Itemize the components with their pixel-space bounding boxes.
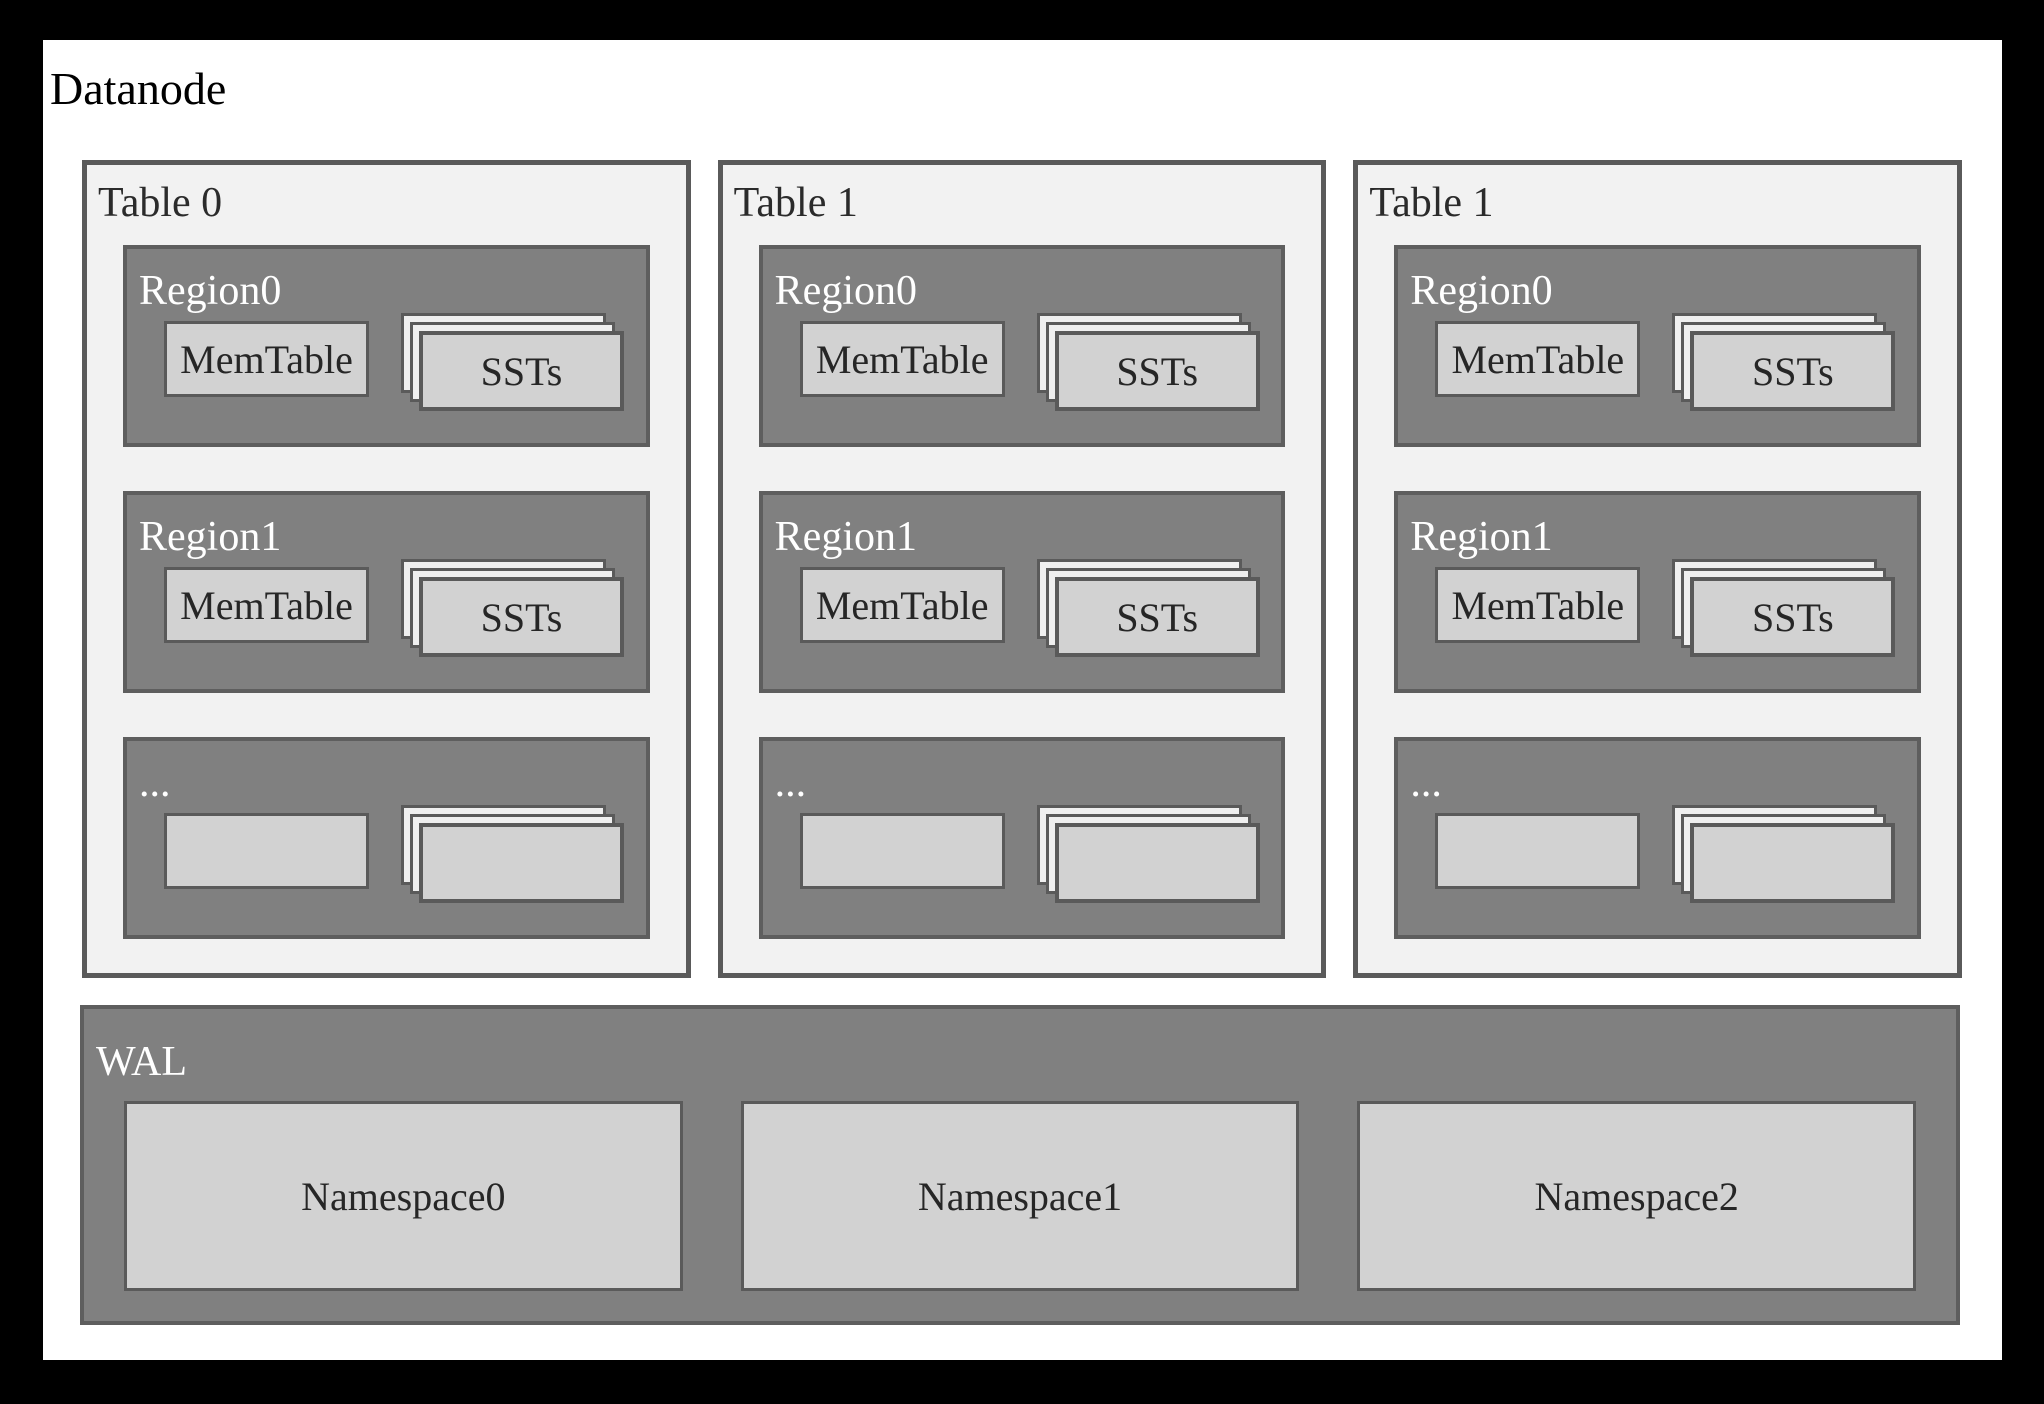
ssts-stack: [1036, 805, 1260, 903]
region-box: Region0 MemTable SSTs: [758, 245, 1286, 447]
region-label: Region0: [139, 268, 282, 314]
region-box: Region0 MemTable SSTs: [1394, 245, 1922, 447]
table-box-2: Table 1 Region0 MemTable SSTs Region1 Me…: [1353, 160, 1963, 978]
ssts-card-front: SSTs: [1690, 577, 1896, 657]
ssts-card-front: [1690, 823, 1896, 903]
region-label: Region1: [774, 514, 917, 560]
namespace-box: Namespace2: [1357, 1101, 1917, 1291]
namespace-box: Namespace1: [740, 1101, 1300, 1291]
region-box: ...: [123, 737, 650, 939]
ssts-stack: SSTs: [1672, 313, 1896, 411]
region-box: Region1 MemTable SSTs: [758, 491, 1286, 693]
tables-row: Table 0 Region0 MemTable SSTs Region1 Me…: [82, 160, 1963, 978]
ssts-stack: SSTs: [401, 559, 624, 657]
memtable-box: MemTable: [799, 321, 1005, 397]
memtable-box: MemTable: [799, 567, 1005, 643]
region-box: Region1 MemTable SSTs: [1394, 491, 1922, 693]
region-label: ...: [774, 760, 807, 806]
ssts-stack: SSTs: [401, 313, 624, 411]
wal-label: WAL: [96, 1039, 187, 1085]
region-box: Region1 MemTable SSTs: [123, 491, 650, 693]
wal-box: WAL Namespace0 Namespace1 Namespace2: [80, 1005, 1960, 1325]
region-box: ...: [1394, 737, 1922, 939]
table-label: Table 1: [733, 180, 858, 226]
table-label: Table 0: [98, 180, 223, 226]
page-title: Datanode: [50, 63, 227, 114]
memtable-box: [799, 813, 1005, 889]
region-label: Region0: [1410, 268, 1553, 314]
ssts-card-front: SSTs: [419, 331, 624, 411]
region-label: Region1: [139, 514, 282, 560]
ssts-card-front: SSTs: [419, 577, 624, 657]
region-label: ...: [139, 760, 171, 806]
region-label: Region1: [1410, 514, 1553, 560]
ssts-card-front: SSTs: [1054, 331, 1260, 411]
datanode-panel: Datanode Table 0 Region0 MemTable SSTs R…: [43, 40, 2002, 1360]
table-box-0: Table 0 Region0 MemTable SSTs Region1 Me…: [82, 160, 691, 978]
memtable-box: MemTable: [1435, 567, 1641, 643]
table-label: Table 1: [1369, 180, 1494, 226]
namespace-box: Namespace0: [124, 1101, 683, 1291]
region-label: ...: [1410, 760, 1442, 806]
ssts-stack: SSTs: [1672, 559, 1896, 657]
region-label: Region0: [774, 268, 917, 314]
region-box: ...: [758, 737, 1286, 939]
wal-namespaces-row: Namespace0 Namespace1 Namespace2: [124, 1101, 1917, 1291]
ssts-card-front: [1054, 823, 1260, 903]
memtable-box: [1435, 813, 1641, 889]
memtable-box: [164, 813, 369, 889]
ssts-card-front: SSTs: [1054, 577, 1260, 657]
table-box-1: Table 1 Region0 MemTable SSTs Region1 Me…: [717, 160, 1327, 978]
ssts-stack: [401, 805, 624, 903]
ssts-stack: SSTs: [1036, 313, 1260, 411]
memtable-box: MemTable: [164, 321, 369, 397]
region-box: Region0 MemTable SSTs: [123, 245, 650, 447]
ssts-stack: SSTs: [1036, 559, 1260, 657]
ssts-stack: [1672, 805, 1896, 903]
ssts-card-front: [419, 823, 624, 903]
memtable-box: MemTable: [1435, 321, 1641, 397]
memtable-box: MemTable: [164, 567, 369, 643]
ssts-card-front: SSTs: [1690, 331, 1896, 411]
